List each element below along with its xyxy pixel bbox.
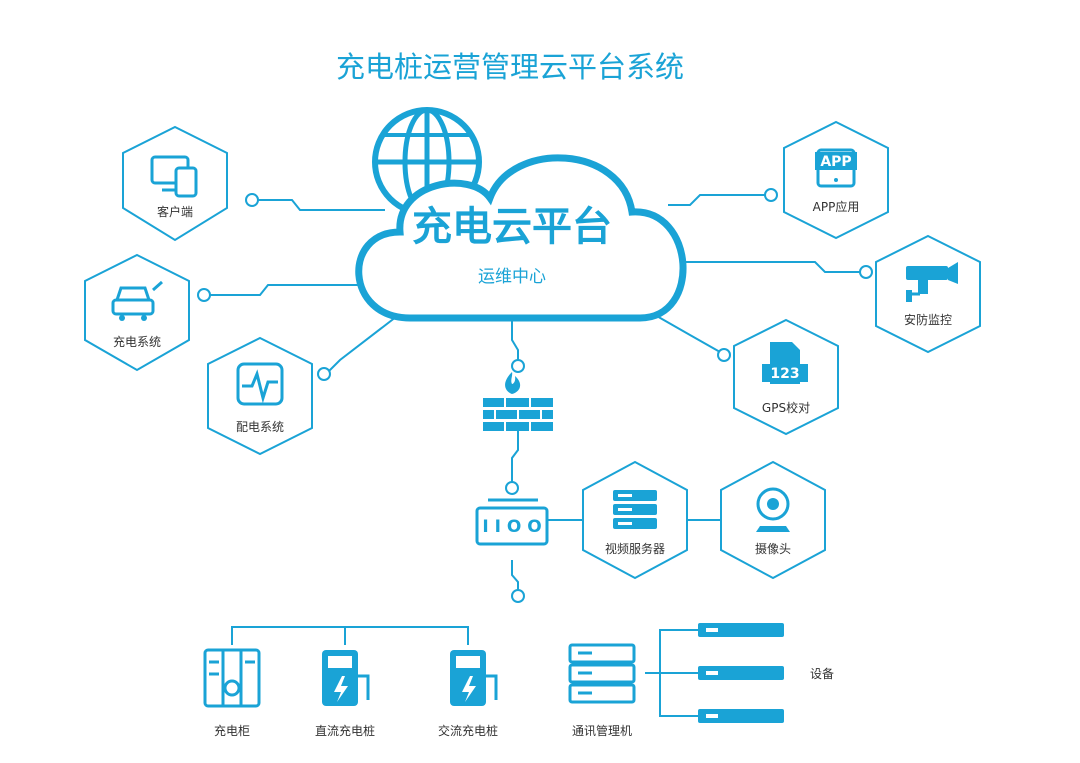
app-label: APP应用 xyxy=(813,199,860,214)
firewall-icon xyxy=(483,372,553,431)
dc-charger-icon xyxy=(322,650,370,706)
connector-lines xyxy=(210,194,860,717)
comm-server-icon xyxy=(568,643,636,704)
node-camera: 摄像头 xyxy=(720,460,826,580)
device-icon xyxy=(698,623,784,637)
gps-badge-text: 123 xyxy=(770,366,799,382)
connector-dots xyxy=(197,188,873,603)
node-charging-system: 充电系统 xyxy=(84,253,190,372)
video-server-label: 视频服务器 xyxy=(605,541,665,556)
waveform-monitor-icon xyxy=(236,362,284,406)
dc-pile-label: 直流充电桩 xyxy=(315,723,375,738)
camera-label: 摄像头 xyxy=(755,541,791,556)
ac-charger-icon xyxy=(450,650,498,706)
bottom-dc-pile: 直流充电桩 xyxy=(315,650,375,738)
security-label: 安防监控 xyxy=(904,312,952,327)
device-icon xyxy=(698,666,784,680)
app-badge-text: APP xyxy=(820,154,851,170)
cctv-camera-icon xyxy=(906,262,958,302)
charging-system-label: 充电系统 xyxy=(113,334,161,349)
node-video-server: 视频服务器 xyxy=(582,460,688,580)
switch-label: I I O O xyxy=(482,517,541,537)
comm-manager-label: 通讯管理机 xyxy=(572,723,632,738)
gps-label: GPS校对 xyxy=(762,400,810,415)
charging-cabinet-icon xyxy=(203,648,261,708)
network-switch-icon: I I O O xyxy=(475,498,549,546)
distribution-system-label: 配电系统 xyxy=(236,420,284,434)
devices-icon xyxy=(150,155,198,198)
ac-pile-label: 交流充电桩 xyxy=(438,723,498,738)
webcam-icon xyxy=(756,487,790,532)
bottom-comm-manager: 通讯管理机 xyxy=(568,643,636,738)
node-app: APP APP应用 xyxy=(783,120,889,240)
client-label: 客户端 xyxy=(157,204,193,219)
cloud-shape xyxy=(355,154,687,322)
bottom-devices: 设备 xyxy=(698,623,834,723)
cloud-title: 充电云平台 xyxy=(412,204,612,250)
electric-car-icon xyxy=(111,280,163,321)
devices-label: 设备 xyxy=(810,667,834,681)
cabinet-label: 充电柜 xyxy=(214,723,250,738)
server-icon xyxy=(613,490,657,529)
node-client: 客户端 xyxy=(122,125,228,242)
bottom-ac-pile: 交流充电桩 xyxy=(438,650,498,738)
device-icon xyxy=(698,709,784,723)
node-distribution-system: 配电系统 xyxy=(207,336,313,456)
cloud-subtitle: 运维中心 xyxy=(478,267,546,287)
gps-calibration-icon: 123 xyxy=(762,342,808,384)
node-gps: 123 GPS校对 xyxy=(733,318,839,436)
page-title: 充电桩运营管理云平台系统 xyxy=(336,50,684,84)
node-security: 安防监控 xyxy=(875,234,981,354)
mobile-app-icon: APP xyxy=(815,148,857,188)
cloud-platform: 充电云平台 运维中心 xyxy=(355,107,687,322)
bottom-cabinet: 充电柜 xyxy=(203,648,261,738)
